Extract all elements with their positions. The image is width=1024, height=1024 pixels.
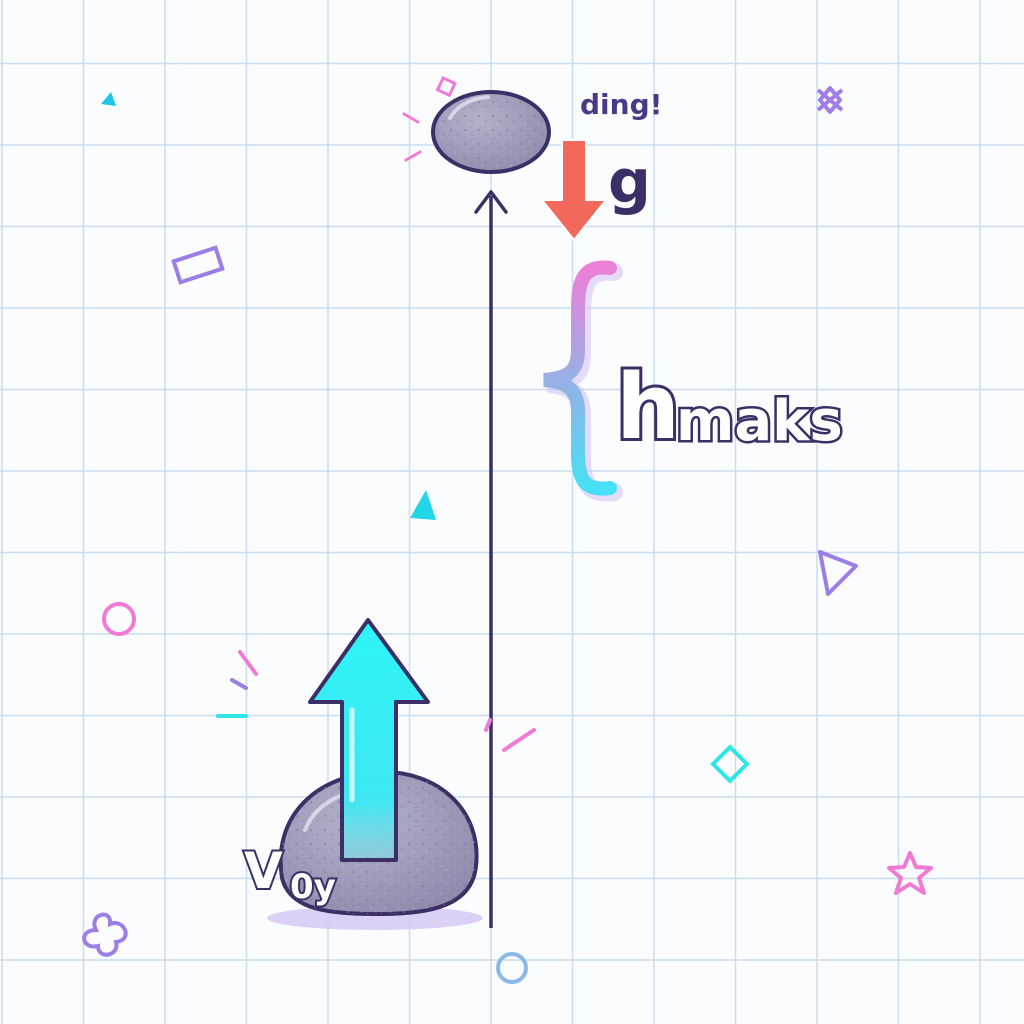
decorative-confetti — [82, 86, 933, 984]
purple-flower-icon — [82, 912, 128, 957]
stone-top-icon — [431, 90, 551, 174]
trajectory-arrow-icon — [474, 190, 508, 928]
initial-velocity-label: V 0y — [242, 840, 338, 909]
trajectory-sparks — [484, 718, 536, 752]
purple-rect-icon — [171, 245, 225, 285]
h-symbol: h — [616, 355, 680, 460]
ground-shadow — [267, 906, 483, 930]
gravity-arrow-icon — [541, 139, 607, 241]
velocity-arrow-icon — [308, 618, 430, 862]
launch-sparks — [216, 650, 258, 718]
cyan-triangle-mid-icon — [410, 490, 436, 520]
ding-label: ding! — [580, 88, 662, 121]
v-symbol: V — [244, 842, 283, 900]
purple-sparkle-icon — [816, 86, 844, 114]
height-brace-icon — [543, 260, 623, 502]
top-motion-sparks — [402, 76, 457, 162]
gravity-label: g — [608, 147, 651, 217]
blue-ring-icon — [496, 952, 528, 984]
cyan-triangle-icon — [101, 92, 116, 106]
max-height-label: h maks — [613, 352, 845, 463]
v-subscript: 0y — [290, 867, 336, 907]
purple-triangle-icon — [818, 550, 858, 596]
pink-ring-icon — [102, 602, 136, 636]
cyan-diamond-icon — [710, 744, 750, 784]
h-subscript: maks — [676, 389, 843, 454]
pink-star-icon — [887, 851, 933, 895]
